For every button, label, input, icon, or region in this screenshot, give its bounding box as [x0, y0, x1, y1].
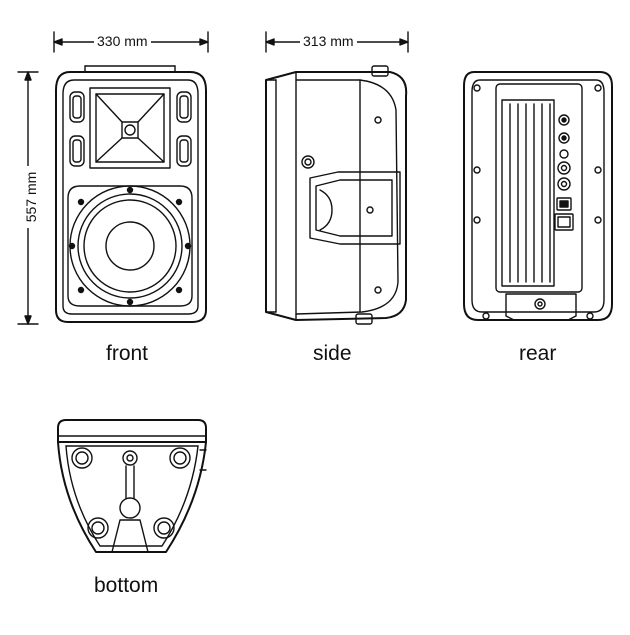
- depth-dimension-label: 313 mm: [300, 33, 357, 49]
- rear-view: [463, 71, 613, 321]
- rear-view-label: rear: [519, 342, 557, 365]
- front-view: [55, 65, 207, 323]
- height-dimension-label: 557 mm: [23, 166, 39, 228]
- width-dimension-label: 330 mm: [94, 33, 151, 49]
- bottom-view: [57, 419, 207, 553]
- side-view-label: side: [313, 342, 352, 365]
- depth-dimension-line: [265, 31, 409, 53]
- bottom-view-label: bottom: [94, 574, 159, 597]
- front-view-label: front: [106, 342, 149, 365]
- side-view: [265, 65, 408, 325]
